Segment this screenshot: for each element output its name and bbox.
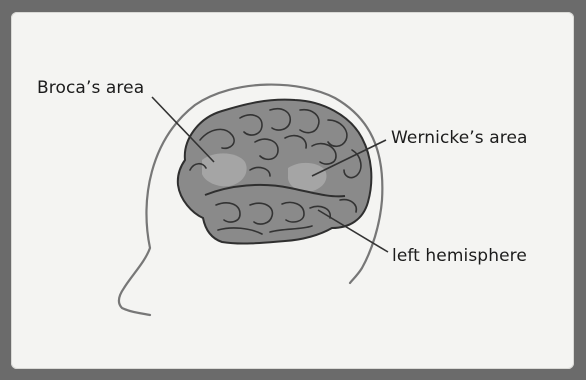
wernicke-area-label: Wernicke’s area xyxy=(391,128,528,148)
left-hemisphere-label: left hemisphere xyxy=(392,246,527,266)
broca-area-label: Broca’s area xyxy=(37,78,144,98)
